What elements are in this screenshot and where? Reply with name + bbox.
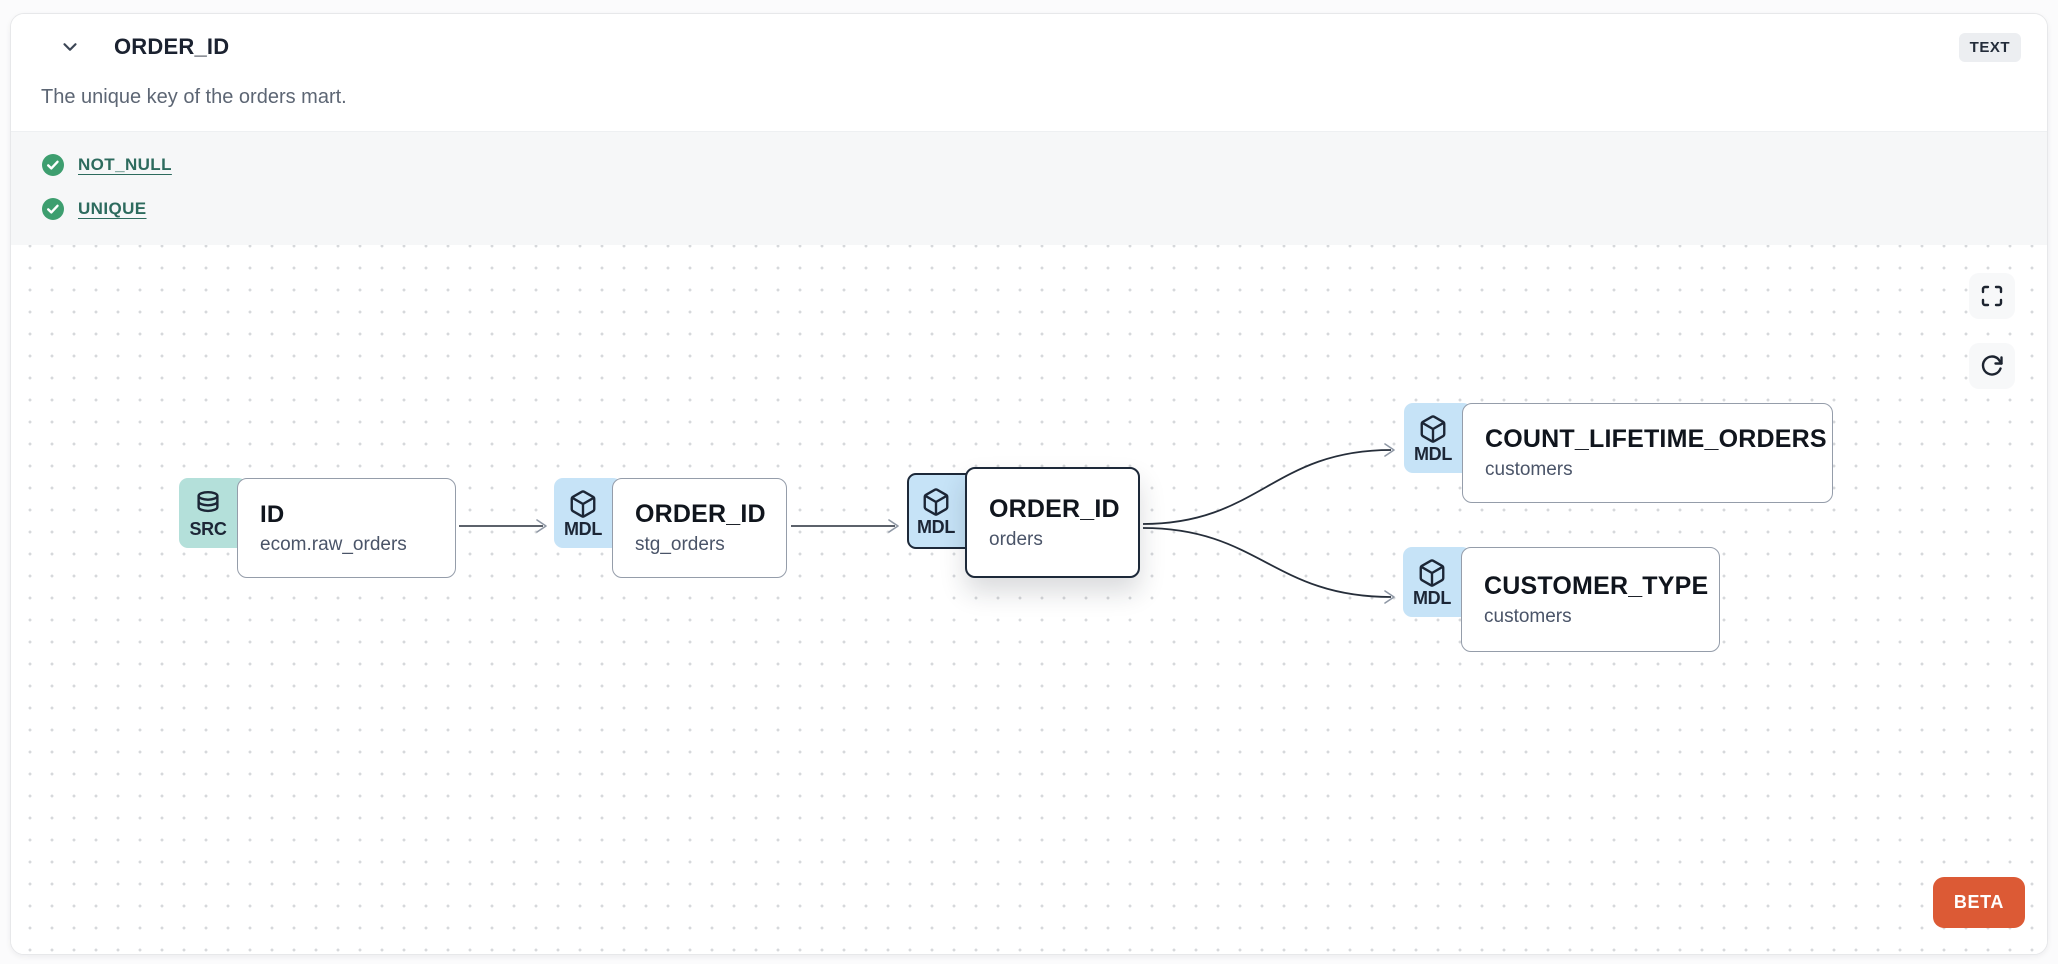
node-type-badge-mdl: MDL [1404, 403, 1472, 473]
check-circle-icon [42, 154, 64, 176]
node-title: CUSTOMER_TYPE [1484, 571, 1709, 600]
node-subtitle: customers [1484, 605, 1572, 627]
lineage-node-count-lifetime-orders[interactable]: MDL COUNT_LIFETIME_ORDERS customers [1404, 401, 1833, 503]
fullscreen-icon [1981, 285, 2003, 307]
node-type-badge-mdl: MDL [907, 473, 975, 549]
node-title: ORDER_ID [635, 500, 766, 528]
node-subtitle: customers [1485, 459, 1573, 480]
node-body: ORDER_ID stg_orders [612, 478, 787, 578]
cube-icon [1419, 558, 1445, 587]
test-row: NOT_NULL [41, 153, 2019, 177]
node-badge-label: MDL [916, 516, 956, 537]
lineage-edges [459, 443, 1395, 604]
cube-icon [570, 489, 596, 518]
node-type-badge-mdl: MDL [554, 478, 622, 548]
node-type-badge-src: SRC [179, 478, 247, 548]
card-header: ORDER_ID TEXT The unique key of the orde… [11, 14, 2047, 131]
canvas-controls [1969, 273, 2015, 389]
node-title: ORDER_ID [989, 494, 1120, 523]
test-link-not-null[interactable]: NOT_NULL [78, 155, 172, 174]
fullscreen-button[interactable] [1969, 273, 2015, 319]
cube-icon [923, 487, 949, 516]
tests-section: NOT_NULL UNIQUE [11, 131, 2047, 245]
node-type-badge-mdl: MDL [1403, 547, 1471, 617]
node-body: COUNT_LIFETIME_ORDERS customers [1462, 403, 1833, 503]
database-icon [197, 490, 219, 512]
page-title: ORDER_ID [114, 34, 230, 59]
node-badge-label: MDL [1412, 587, 1452, 608]
refresh-icon [1981, 355, 2003, 376]
column-type-badge: TEXT [1958, 32, 2021, 62]
node-subtitle: stg_orders [635, 534, 725, 555]
check-circle-icon [42, 198, 64, 220]
node-subtitle: ecom.raw_orders [260, 533, 407, 555]
lineage-canvas[interactable]: SRC ID ecom.raw_orders MDL ORDER_ID stg_… [11, 245, 2047, 954]
lineage-node-orders-selected[interactable]: MDL ORDER_ID orders [907, 467, 1140, 578]
test-row: UNIQUE [41, 197, 2019, 221]
refresh-button[interactable] [1969, 343, 2015, 389]
node-body: ORDER_ID orders [965, 467, 1140, 578]
node-badge-label: MDL [1413, 443, 1453, 464]
node-badge-label: MDL [563, 518, 603, 539]
collapse-chevron-button[interactable] [55, 32, 85, 62]
node-badge-label: SRC [189, 518, 227, 539]
chevron-down-icon [63, 43, 77, 51]
node-subtitle: orders [989, 528, 1043, 550]
column-description: The unique key of the orders mart. [41, 86, 347, 108]
node-title: ID [260, 500, 285, 528]
node-body: ID ecom.raw_orders [237, 478, 456, 578]
cube-icon [1420, 414, 1446, 443]
test-link-unique[interactable]: UNIQUE [78, 199, 147, 218]
node-body: CUSTOMER_TYPE customers [1461, 547, 1720, 652]
lineage-node-stg-orders[interactable]: MDL ORDER_ID stg_orders [554, 476, 787, 578]
node-title: COUNT_LIFETIME_ORDERS [1485, 425, 1827, 453]
lineage-node-source-id[interactable]: SRC ID ecom.raw_orders [179, 476, 456, 578]
column-detail-card: ORDER_ID TEXT The unique key of the orde… [10, 13, 2048, 955]
lineage-node-customer-type[interactable]: MDL CUSTOMER_TYPE customers [1403, 545, 1720, 652]
beta-badge: BETA [1932, 877, 2025, 928]
